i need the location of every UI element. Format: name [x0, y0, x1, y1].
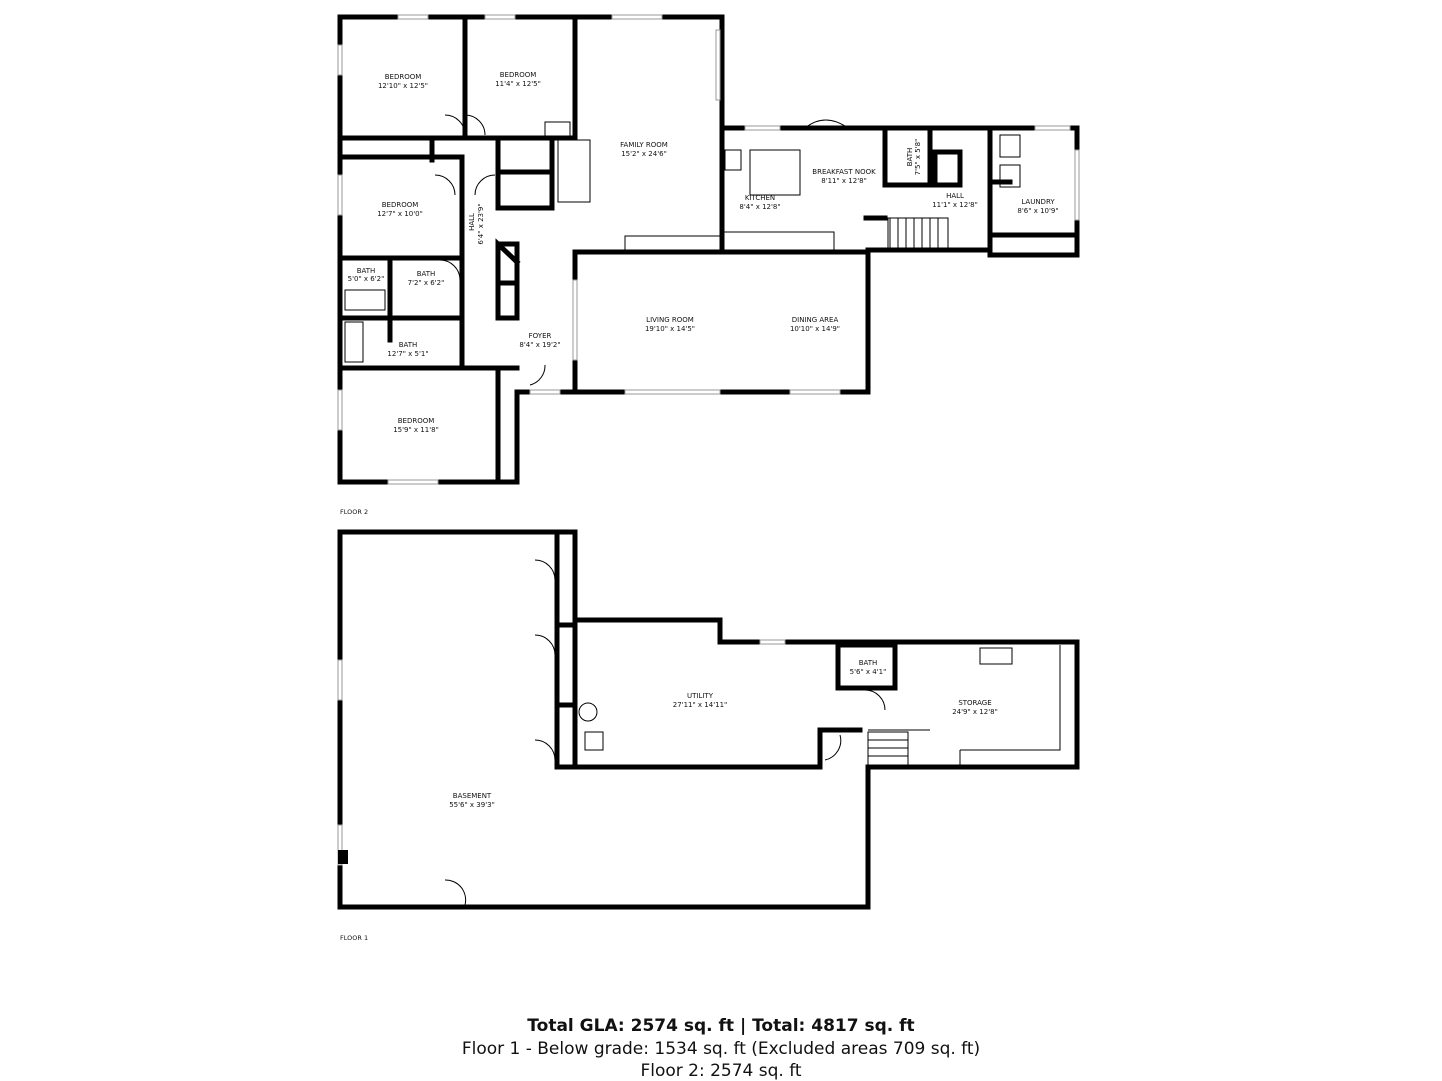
floor2-walls	[337, 14, 1080, 485]
room-name: HALL	[468, 213, 476, 231]
room-dims: 7'5" x 5'8"	[914, 139, 922, 176]
room-dims: 6'4" x 23'9"	[477, 203, 485, 244]
room-dims: 8'6" x 10'9"	[1017, 207, 1058, 215]
floor1-room-labels: UTILITY 27'11" x 14'11" BATH 5'6" x 4'1"…	[340, 659, 998, 942]
room-dims: 24'9" x 12'8"	[952, 708, 998, 716]
room-name: FAMILY ROOM	[620, 141, 668, 149]
floor2-windows	[337, 14, 1080, 485]
room-dims: 8'11" x 12'8"	[821, 177, 867, 185]
room-dims: 27'11" x 14'11"	[673, 701, 728, 709]
room-dims: 11'1" x 12'8"	[932, 201, 978, 209]
room-dims: 8'4" x 12'8"	[739, 203, 780, 211]
room-dims: 55'6" x 39'3"	[449, 801, 495, 809]
room-dims: 15'9" x 11'8"	[393, 426, 439, 434]
floor-label: FLOOR 2	[340, 508, 368, 516]
room-name: BEDROOM	[398, 417, 435, 425]
floor2-area-summary: Floor 2: 2574 sq. ft	[640, 1061, 802, 1081]
room-name: STORAGE	[958, 699, 991, 707]
room-dims: 5'0" x 6'2"	[348, 275, 385, 283]
room-name: BATH	[399, 341, 418, 349]
room-name: BATH	[906, 148, 914, 167]
room-name: KITCHEN	[745, 194, 775, 202]
floor1-walls	[337, 529, 1080, 910]
room-name: BEDROOM	[385, 73, 422, 81]
room-name: LIVING ROOM	[646, 316, 694, 324]
room-name: BATH	[357, 267, 376, 275]
room-name: LAUNDRY	[1021, 198, 1055, 206]
room-dims: 7'2" x 6'2"	[408, 279, 445, 287]
floor2-room-labels: BEDROOM 12'10" x 12'5" BEDROOM 11'4" x 1…	[340, 71, 1059, 516]
room-name: FOYER	[529, 332, 552, 340]
room-dims: 11'4" x 12'5"	[495, 80, 541, 88]
room-name: BASEMENT	[453, 792, 492, 800]
total-area-summary: Total GLA: 2574 sq. ft | Total: 4817 sq.…	[527, 1016, 915, 1036]
room-name: BREAKFAST NOOK	[812, 168, 876, 176]
room-name: BATH	[859, 659, 878, 667]
floor-label: FLOOR 1	[340, 934, 368, 942]
room-dims: 5'6" x 4'1"	[850, 668, 887, 676]
room-dims: 8'4" x 19'2"	[519, 341, 560, 349]
room-dims: 12'10" x 12'5"	[378, 82, 428, 90]
room-name: BATH	[417, 270, 436, 278]
room-name: HALL	[946, 192, 964, 200]
room-dims: 12'7" x 5'1"	[387, 350, 428, 358]
room-name: BEDROOM	[382, 201, 419, 209]
room-dims: 12'7" x 10'0"	[377, 210, 423, 218]
room-name: DINING AREA	[792, 316, 839, 324]
room-dims: 15'2" x 24'6"	[621, 150, 667, 158]
room-name: BEDROOM	[500, 71, 537, 79]
room-dims: 19'10" x 14'5"	[645, 325, 695, 333]
room-name: UTILITY	[687, 692, 714, 700]
room-dims: 10'10" x 14'9"	[790, 325, 840, 333]
floor1-area-summary: Floor 1 - Below grade: 1534 sq. ft (Excl…	[461, 1039, 981, 1059]
